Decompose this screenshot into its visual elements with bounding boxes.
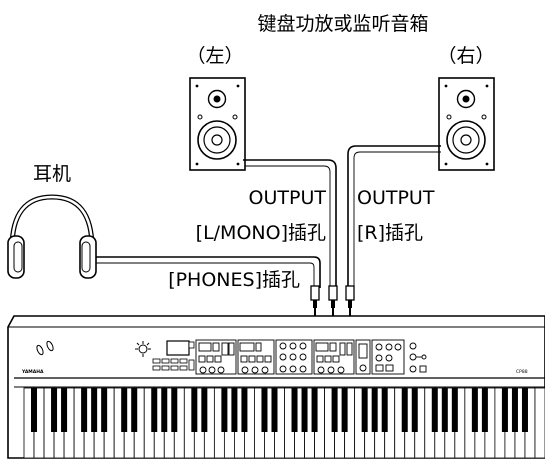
cable-headphones: [96, 256, 321, 288]
black-key: [481, 388, 488, 432]
black-key: [521, 388, 528, 432]
black-key: [451, 388, 458, 432]
black-key: [161, 388, 168, 432]
black-key: [191, 388, 198, 432]
black-key: [31, 388, 38, 432]
black-key: [201, 388, 208, 432]
black-key: [411, 388, 418, 432]
panel-block-5: [355, 339, 371, 375]
black-key: [511, 388, 518, 432]
right-speaker: [438, 77, 495, 171]
black-key: [471, 388, 478, 432]
black-key: [51, 388, 58, 432]
black-key: [381, 388, 388, 432]
panel-block-1: [195, 339, 237, 375]
black-key: [91, 388, 98, 432]
panel-block-2: [237, 339, 275, 375]
black-key: [271, 388, 278, 432]
panel-block-4: [313, 339, 355, 375]
black-key: [261, 388, 268, 432]
black-key: [81, 388, 88, 432]
black-key: [501, 388, 508, 432]
black-key: [101, 388, 108, 432]
white-key: [534, 387, 545, 459]
black-key: [361, 388, 368, 432]
black-key: [301, 388, 308, 432]
black-key: [371, 388, 378, 432]
output-left-label-1: OUTPUT: [249, 187, 327, 209]
cable-left-output: [243, 159, 337, 288]
panel-block-3: [275, 339, 313, 375]
phones-label: [PHONES]插孔: [168, 269, 300, 291]
right-channel-label: （右）: [437, 45, 494, 67]
output-right-plug: [345, 285, 355, 316]
speakers-title: 键盘功放或监听音箱: [257, 13, 428, 35]
black-key: [171, 388, 178, 432]
left-channel-label: （左）: [186, 45, 243, 67]
black-key: [291, 388, 298, 432]
headphones-label: 耳机: [33, 163, 71, 185]
black-keys: [31, 388, 528, 432]
output-right-label-2: [R]插孔: [357, 222, 423, 244]
cable-right-output: [347, 145, 441, 288]
black-key: [131, 388, 138, 432]
piano-section-buttons: [152, 341, 195, 371]
black-key: [341, 388, 348, 432]
black-key: [441, 388, 448, 432]
output-left-label-2: [L/MONO]插孔: [196, 222, 326, 244]
black-key: [241, 388, 248, 432]
black-key: [221, 388, 228, 432]
pitch-mod-wheels: [36, 340, 54, 356]
panel-block-7: [409, 342, 427, 373]
black-key: [331, 388, 338, 432]
black-key: [121, 388, 128, 432]
headphones-icon: [7, 194, 97, 279]
black-key: [151, 388, 158, 432]
phones-plug: [310, 285, 320, 316]
black-key: [61, 388, 68, 432]
black-key: [231, 388, 238, 432]
output-left-plug: [328, 285, 338, 316]
piano-brand-logo: YAMAHA: [21, 369, 44, 375]
black-key: [311, 388, 318, 432]
panel-block-6: [371, 339, 405, 375]
control-panel: [135, 339, 427, 375]
power-icon: [135, 341, 151, 357]
black-key: [431, 388, 438, 432]
piano-model-logo: CP88: [516, 369, 528, 375]
black-key: [401, 388, 408, 432]
output-right-label-1: OUTPUT: [357, 187, 435, 209]
left-speaker: [189, 77, 246, 171]
digital-piano: YAMAHA CP88: [7, 315, 545, 459]
